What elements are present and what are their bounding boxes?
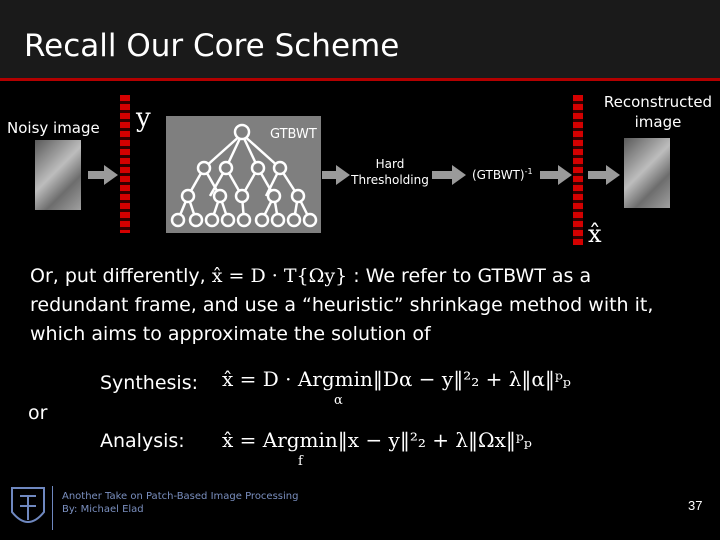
reconstructed-image-thumbnail (624, 138, 670, 208)
arrow-1 (88, 165, 118, 185)
gtbwt-tree (166, 116, 321, 233)
or-label: or (28, 402, 48, 424)
analysis-label: Analysis: (100, 430, 185, 452)
page-number: 37 (688, 498, 703, 513)
reconstructed-label: Reconstructed image (603, 93, 713, 131)
slide-title: Recall Our Core Scheme (24, 28, 400, 64)
gtbwt-label: GTBWT (270, 127, 317, 142)
arrow-2 (322, 165, 350, 185)
text-line-1: Or, put differently, x̂ = D · T{Ωy} : We… (30, 265, 592, 287)
arrow-4 (540, 165, 572, 185)
footer-divider (52, 486, 53, 530)
input-bar (120, 95, 130, 233)
text-line-2: redundant frame, and use a “heuristic” s… (30, 294, 654, 316)
synthesis-subscript: α (334, 393, 343, 408)
inverse-gtbwt-label: (GTBWT)-1 (472, 167, 533, 182)
title-bar (0, 0, 720, 81)
footer-line-2: By: Michael Elad (62, 504, 144, 515)
arrow-5 (588, 165, 620, 185)
output-bar (573, 95, 583, 245)
hard-thresholding-label: Hard Thresholding (351, 157, 429, 187)
footer-line-1: Another Take on Patch-Based Image Proces… (62, 491, 299, 502)
tree-diagram-icon (170, 123, 318, 228)
synthesis-label: Synthesis: (100, 372, 199, 394)
analysis-subscript: f (298, 454, 303, 469)
xhat-label: x̂ (588, 220, 602, 248)
analysis-equation: x̂ = Argmin‖x − y‖²₂ + λ‖Ωx‖ᵖₚ (222, 428, 532, 452)
y-label: y (136, 103, 151, 133)
noisy-image-label: Noisy image (7, 119, 100, 137)
arrow-3 (432, 165, 466, 185)
noisy-image-thumbnail (35, 140, 81, 210)
text-line-3: which aims to approximate the solution o… (30, 323, 431, 345)
technion-logo-icon (11, 487, 45, 523)
inline-equation: x̂ = D · T{Ωy} (211, 265, 348, 287)
footer-text: Another Take on Patch-Based Image Proces… (62, 490, 298, 516)
body-paragraph: Or, put differently, x̂ = D · T{Ωy} : We… (30, 262, 700, 349)
synthesis-equation: x̂ = D · Argmin‖Dα − y‖²₂ + λ‖α‖ᵖₚ (222, 367, 571, 391)
